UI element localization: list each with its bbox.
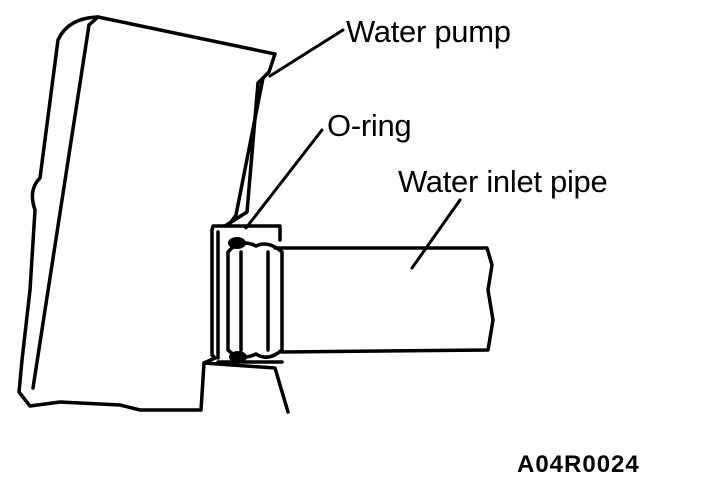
leader-water-inlet-pipe xyxy=(410,198,462,270)
water-inlet-pipe-label: Water inlet pipe xyxy=(398,164,608,199)
housing-inner-left-edge xyxy=(31,23,91,390)
pipe-end-flare xyxy=(226,241,284,359)
o-ring-lower-section xyxy=(229,351,247,363)
housing-inner-right-edge xyxy=(226,76,265,228)
bore-ledge-top xyxy=(223,224,282,242)
housing-top-inner-edge xyxy=(87,15,100,27)
water-inlet-pipe xyxy=(273,246,495,354)
water-pump-housing xyxy=(17,15,277,412)
figure-code-label: A04R0024 xyxy=(517,451,640,478)
leader-o-ring xyxy=(244,128,324,230)
leader-water-pump xyxy=(268,28,345,78)
water-pump-label: Water pump xyxy=(346,14,511,49)
o-ring-upper-section xyxy=(228,237,246,249)
o-ring-label: O-ring xyxy=(327,108,412,143)
housing-lower-block xyxy=(202,361,290,414)
